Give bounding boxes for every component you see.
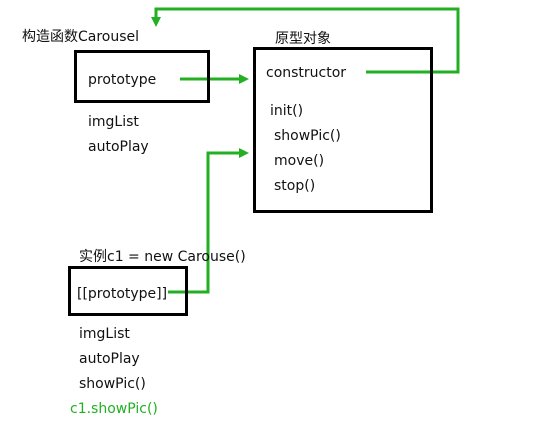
member-autoplay: autoPlay <box>88 139 149 155</box>
instance-box <box>68 266 188 316</box>
method-stop: stop() <box>274 178 316 194</box>
instance-member-imglist: imgList <box>79 326 130 342</box>
constructor-property: constructor <box>266 65 347 81</box>
instance-member-showpic: showPic() <box>79 376 146 392</box>
instance-method-call: c1.showPic() <box>70 401 158 417</box>
method-move: move() <box>274 153 325 169</box>
prototype-property: prototype <box>88 72 157 88</box>
method-showpic: showPic() <box>274 128 341 144</box>
prototype-object-box <box>253 47 433 213</box>
arrow-instance-proto-to-proto-object <box>168 148 249 294</box>
constructor-function-title: 构造函数Carousel <box>22 29 140 45</box>
constructor-function-box <box>74 50 210 103</box>
arrow-constructor-back-to-function <box>151 7 460 74</box>
method-init: init() <box>270 103 304 119</box>
instance-proto-link: [[prototype]] <box>77 286 168 302</box>
prototype-object-title: 原型对象 <box>275 31 331 47</box>
instance-member-autoplay: autoPlay <box>79 351 140 367</box>
member-imglist: imgList <box>88 114 139 130</box>
instance-title: 实例c1 = new Carouse() <box>79 249 246 265</box>
